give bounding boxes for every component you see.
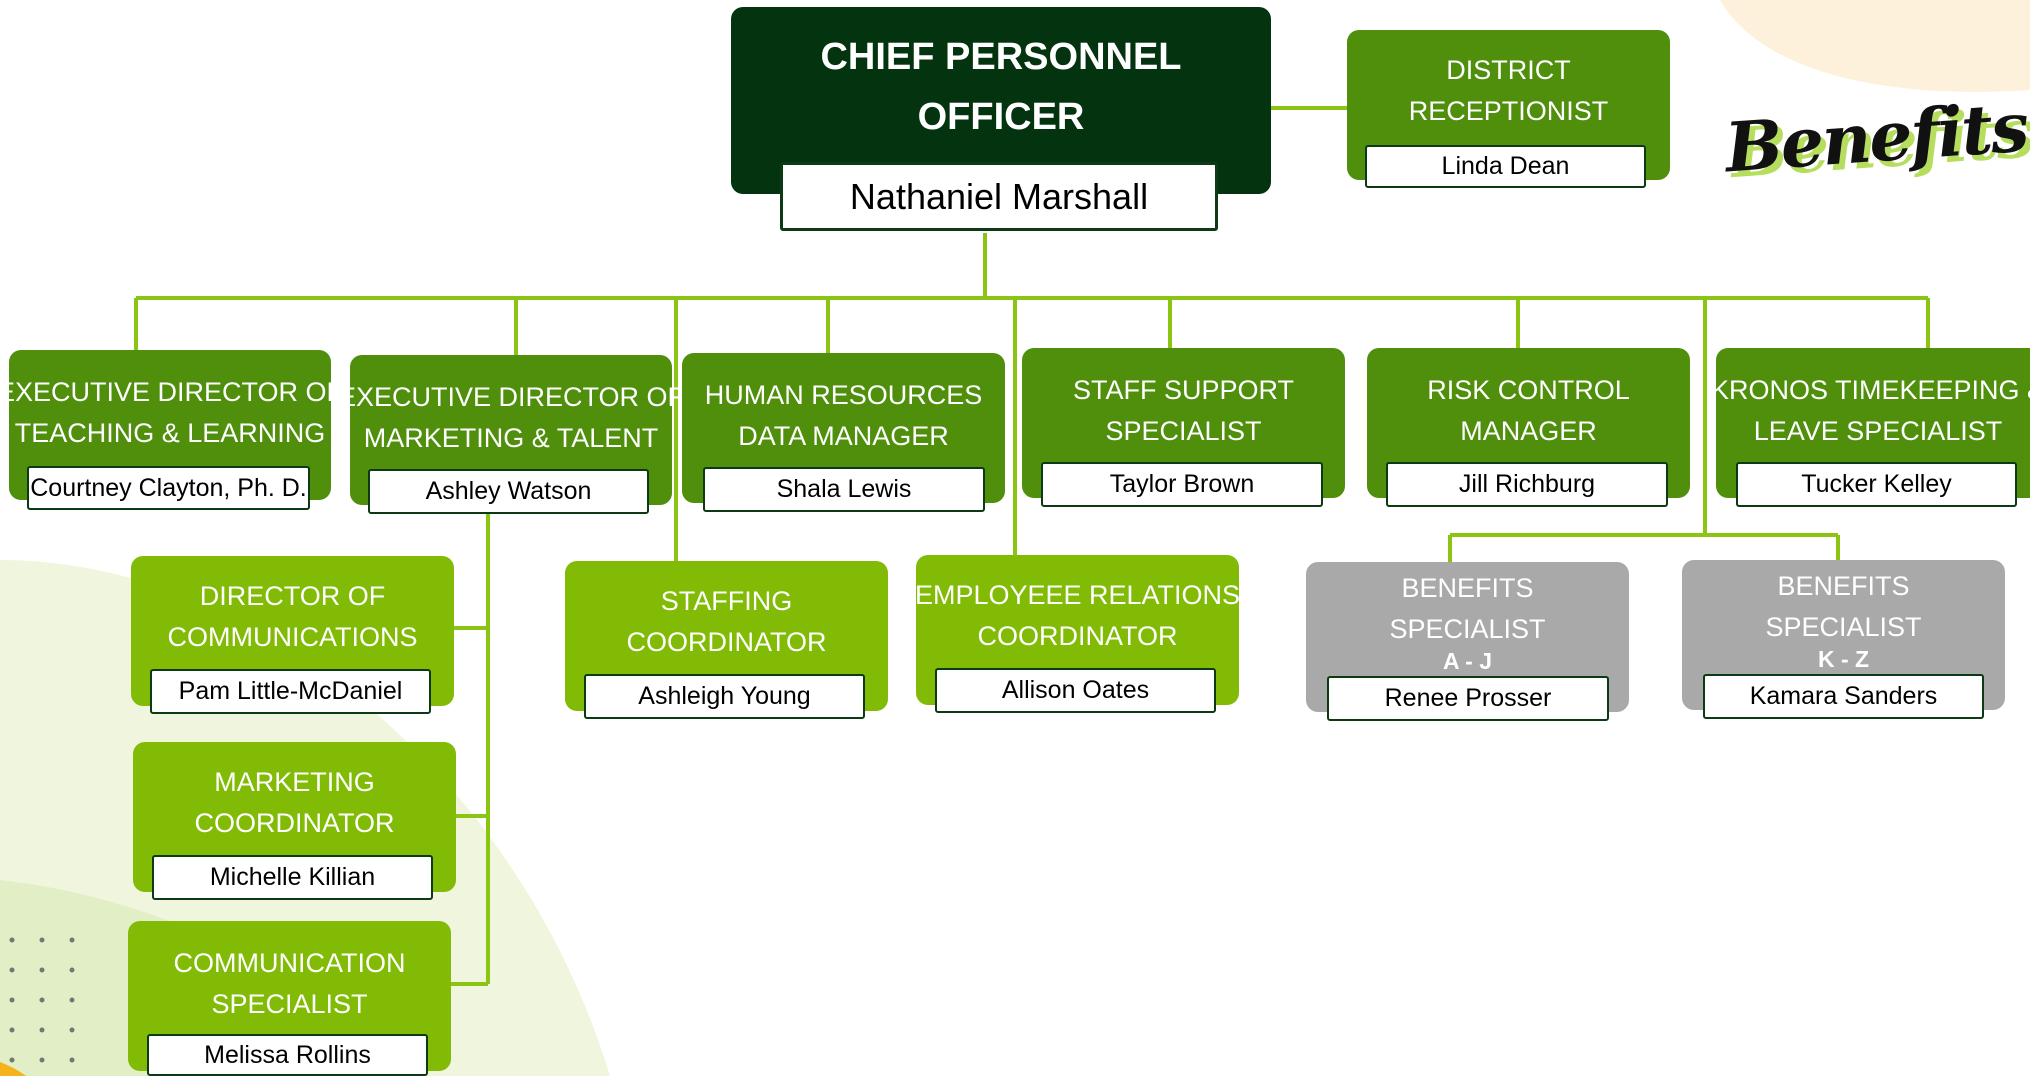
employee-relations-coordinator-name: Allison Oates (935, 668, 1216, 713)
hr-data-manager-name: Shala Lewis (703, 467, 985, 512)
benefits-specialist-a-j-name: Renee Prosser (1327, 676, 1609, 721)
corner-accent-bottom-left (0, 1062, 26, 1076)
staffing-coordinator-title-line-2: COORDINATOR (626, 627, 827, 657)
dot-grid (9, 937, 75, 1063)
risk-control-manager-name: Jill Richburg (1386, 462, 1668, 507)
marketing-coordinator-name: Michelle Killian (152, 855, 433, 900)
corner-blob-top-right (1720, 0, 2030, 92)
receptionist-title-line-1: DISTRICT (1446, 55, 1571, 85)
employee-relations-coordinator-title-line-2: COORDINATOR (977, 621, 1178, 651)
exec-director-marketing-title-line-2: MARKETING & TALENT (363, 423, 659, 453)
receptionist-name: Linda Dean (1365, 145, 1646, 188)
benefits-specialist-k-z-title-line-1: BENEFITS (1777, 571, 1910, 601)
benefits-specialist-k-z-name: Kamara Sanders (1703, 674, 1984, 719)
staff-support-specialist-title-line-1: STAFF SUPPORT (1072, 375, 1295, 405)
exec-director-marketing-name: Ashley Watson (368, 469, 649, 514)
exec-director-marketing-title-line-1: EXECUTIVE DIRECTOR OF (337, 382, 685, 412)
exec-director-teaching-name: Courtney Clayton, Ph. D. (27, 466, 310, 510)
hr-data-manager-title-line-1: HUMAN RESOURCES (704, 380, 983, 410)
benefits-specialist-k-z-range: K - Z (1817, 646, 1870, 672)
communication-specialist-name: Melissa Rollins (147, 1034, 428, 1076)
director-communications-title: DIRECTOR OF COMMUNICATIONS (131, 576, 454, 658)
marketing-coordinator-title-line-1: MARKETING (214, 767, 375, 797)
communication-specialist-title: COMMUNICATION SPECIALIST (128, 943, 451, 1025)
kronos-leave-specialist-title-line-1: KRONOS TIMEKEEPING & (1710, 375, 2030, 405)
staff-support-specialist-title: STAFF SUPPORT SPECIALIST (1022, 370, 1345, 452)
kronos-leave-specialist-name: Tucker Kelley (1736, 462, 2017, 507)
staffing-coordinator-name: Ashleigh Young (584, 674, 865, 719)
marketing-coordinator-title: MARKETING COORDINATOR (133, 762, 456, 844)
receptionist-title-line-2: RECEPTIONIST (1408, 96, 1609, 126)
director-communications-name: Pam Little-McDaniel (150, 669, 431, 714)
benefits-specialist-a-j-title: BENEFITS SPECIALIST A - J (1306, 568, 1629, 674)
kronos-leave-specialist-title-line-2: LEAVE SPECIALIST (1753, 416, 2003, 446)
risk-control-manager-title-line-2: MANAGER (1460, 416, 1597, 446)
staff-support-specialist-title-line-2: SPECIALIST (1105, 416, 1262, 446)
benefits-specialist-k-z-title-line-2: SPECIALIST (1765, 612, 1922, 642)
hr-data-manager-title: HUMAN RESOURCES DATA MANAGER (682, 375, 1005, 457)
exec-director-teaching-title-line-1: EXECUTIVE DIRECTOR OF (0, 377, 344, 407)
exec-director-teaching-title-line-2: TEACHING & LEARNING (14, 418, 326, 448)
exec-director-marketing-title: EXECUTIVE DIRECTOR OF MARKETING & TALENT (338, 377, 684, 459)
benefits-specialist-k-z-title: BENEFITS SPECIALIST K - Z (1682, 566, 2005, 672)
staffing-coordinator-title: STAFFING COORDINATOR (565, 581, 888, 663)
risk-control-manager-title-line-1: RISK CONTROL (1427, 375, 1630, 405)
risk-control-manager-title: RISK CONTROL MANAGER (1367, 370, 1690, 452)
marketing-coordinator-title-line-2: COORDINATOR (194, 808, 395, 838)
hr-data-manager-title-line-2: DATA MANAGER (738, 421, 949, 451)
exec-director-teaching-title: EXECUTIVE DIRECTOR OF TEACHING & LEARNIN… (0, 372, 343, 454)
chief-name: Nathaniel Marshall (780, 162, 1218, 231)
chief-title: CHIEF PERSONNEL OFFICER (731, 27, 1271, 147)
employee-relations-coordinator-title-line-1: EMPLOYEEE RELATIONS (914, 580, 1241, 610)
director-communications-title-line-1: DIRECTOR OF (199, 581, 386, 611)
chief-title-line-2: OFFICER (917, 96, 1085, 138)
communication-specialist-title-line-1: COMMUNICATION (173, 948, 406, 978)
benefits-specialist-a-j-title-line-2: SPECIALIST (1389, 614, 1546, 644)
benefits-specialist-a-j-title-line-1: BENEFITS (1401, 573, 1534, 603)
kronos-leave-specialist-title: KRONOS TIMEKEEPING & LEAVE SPECIALIST (1711, 370, 2030, 452)
receptionist-title: DISTRICT RECEPTIONIST (1347, 50, 1670, 132)
staff-support-specialist-name: Taylor Brown (1041, 462, 1323, 507)
staffing-coordinator-title-line-1: STAFFING (660, 586, 793, 616)
benefits-specialist-a-j-range: A - J (1443, 648, 1492, 674)
director-communications-title-line-2: COMMUNICATIONS (167, 622, 418, 652)
employee-relations-coordinator-title: EMPLOYEEE RELATIONS COORDINATOR (914, 575, 1241, 657)
communication-specialist-title-line-2: SPECIALIST (211, 989, 368, 1019)
chief-title-line-1: CHIEF PERSONNEL (820, 36, 1182, 78)
